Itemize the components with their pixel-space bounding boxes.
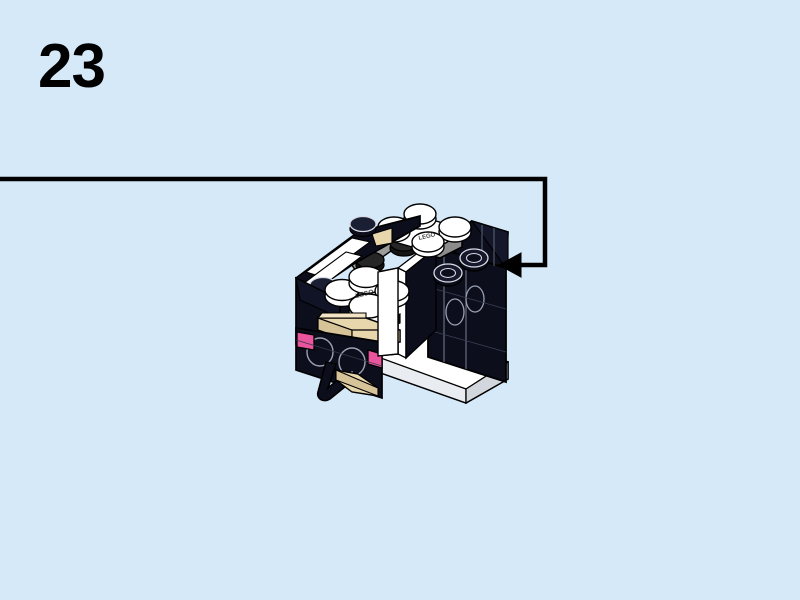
svg-text:LEGO: LEGO xyxy=(355,289,375,300)
lego-logo-mark-lower: LEGO xyxy=(355,289,375,300)
front-white-strip xyxy=(377,267,399,357)
step-number: 23 xyxy=(38,32,106,101)
tan-plate-lower xyxy=(335,369,379,397)
